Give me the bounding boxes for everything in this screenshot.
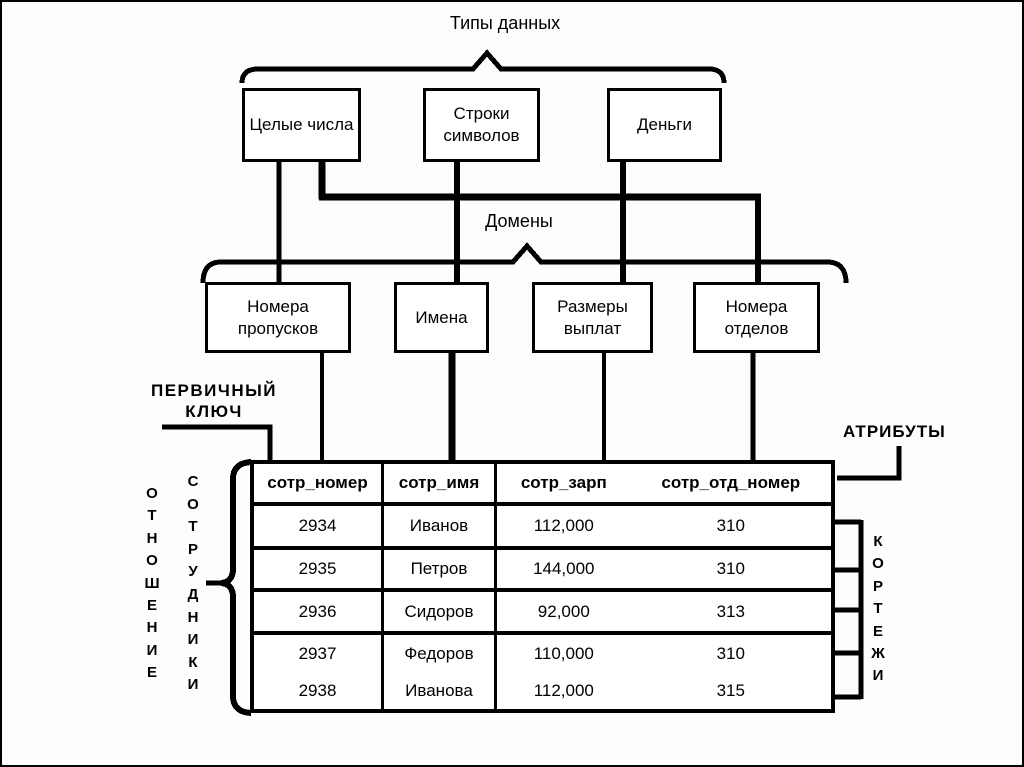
cell-emp-salary: 110,000	[533, 643, 594, 663]
cell-emp-number: 2934	[254, 506, 384, 546]
cell-emp-salary: 92,000	[537, 601, 590, 621]
cell-merged: 112,000 310	[497, 506, 831, 546]
table-row: 2937 Федоров 110,000 310	[254, 631, 831, 672]
cell-merged: 112,000 315	[497, 672, 831, 709]
cell-emp-name: Иванов	[384, 506, 497, 546]
brace-relation	[220, 459, 252, 716]
cell-emp-number: 2936	[254, 592, 384, 631]
cell-merged: 110,000 310	[497, 635, 831, 672]
cell-emp-salary: 144,000	[533, 559, 595, 578]
cell-emp-name: Петров	[384, 550, 497, 588]
domain-box-names: Имена	[394, 282, 489, 353]
brace-domains	[200, 242, 849, 284]
column-header-merged: сотр_зарп сотр_отд_номер	[497, 464, 831, 502]
domain-box-payment-sizes: Размеры выплат	[532, 282, 653, 353]
cell-emp-dept: 315	[716, 680, 745, 700]
cell-emp-salary: 112,000	[533, 516, 594, 535]
primary-key-label: ПЕРВИЧНЫЙ КЛЮЧ	[151, 381, 277, 421]
table-header-row: сотр_номер сотр_имя сотр_зарп сотр_отд_н…	[254, 464, 831, 502]
primary-key-pointer	[162, 424, 273, 461]
table-row: 2938 Иванова 112,000 315	[254, 672, 831, 709]
domain-box-pass-numbers-label: Номера пропусков	[237, 296, 319, 338]
cell-emp-dept: 310	[716, 516, 745, 535]
type-box-money-label: Деньги	[637, 115, 692, 134]
relation-vertical-label: О Т Н О Ш Е Н И Е	[144, 485, 160, 682]
domain-box-pass-numbers: Номера пропусков	[205, 282, 351, 353]
domain-box-department-numbers: Номера отделов	[693, 282, 820, 353]
attributes-label: АТРИБУТЫ	[843, 422, 946, 441]
cell-emp-number: 2938	[254, 672, 384, 709]
cell-emp-number: 2935	[254, 550, 384, 588]
cell-emp-name: Федоров	[384, 635, 497, 672]
attributes-pointer	[837, 446, 902, 481]
cell-merged: 92,000 313	[497, 592, 831, 631]
cell-emp-salary: 112,000	[533, 680, 594, 700]
domain-box-names-label: Имена	[415, 307, 468, 327]
cell-emp-number: 2937	[254, 635, 384, 672]
data-types-title: Типы данных	[449, 13, 561, 33]
type-box-integers-label: Целые числа	[249, 115, 354, 134]
cell-emp-name: Сидоров	[384, 592, 497, 631]
table-row: 2936 Сидоров 92,000 313	[254, 588, 831, 631]
relation-name-vertical-label: С О Т Р У Д Н И К И	[187, 473, 199, 694]
cell-merged: 144,000 310	[497, 550, 831, 588]
cell-emp-dept: 313	[716, 601, 745, 621]
domains-title: Домены	[485, 211, 553, 231]
table-row: 2934 Иванов 112,000 310	[254, 502, 831, 546]
cell-emp-dept: 310	[716, 559, 745, 578]
type-box-strings: Строки символов	[423, 88, 540, 162]
brace-data-types	[239, 49, 727, 84]
column-header-emp-number: сотр_номер	[254, 464, 384, 502]
domain-box-department-numbers-label: Номера отделов	[724, 296, 789, 338]
column-header-emp-dept: сотр_отд_номер	[661, 473, 801, 492]
column-header-emp-salary: сотр_зарп	[520, 473, 607, 492]
domain-box-payment-sizes-label: Размеры выплат	[557, 296, 628, 338]
type-box-money: Деньги	[607, 88, 722, 162]
relation-table: сотр_номер сотр_имя сотр_зарп сотр_отд_н…	[250, 460, 835, 713]
cell-emp-name: Иванова	[384, 672, 497, 709]
column-header-emp-name: сотр_имя	[384, 464, 497, 502]
table-row: 2935 Петров 144,000 310	[254, 546, 831, 588]
tuples-vertical-label: К О Р Т Е Ж И	[871, 533, 885, 685]
type-box-integers: Целые числа	[242, 88, 361, 162]
type-box-strings-label: Строки символов	[443, 104, 520, 145]
cell-emp-dept: 310	[716, 643, 745, 663]
